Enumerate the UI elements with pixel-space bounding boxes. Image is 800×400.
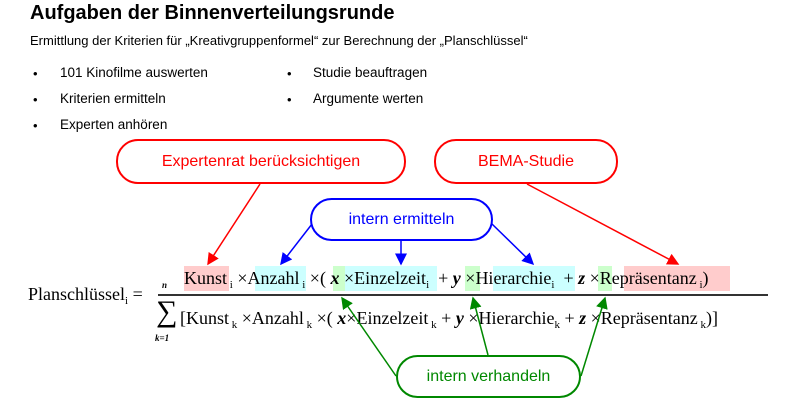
- arrow-verhandeln-y: [469, 296, 489, 356]
- highlight-hierarchie: [493, 266, 575, 291]
- sum-symbol: ∑: [156, 295, 178, 328]
- highlight-anzahl: [255, 266, 306, 291]
- highlight-einzelzeit: [345, 266, 437, 291]
- bullet-item: Studie beauftragen: [313, 65, 428, 80]
- arrow-verhandeln-z: [580, 296, 608, 377]
- callout-intern-ermitteln: intern ermitteln: [310, 198, 493, 241]
- callout-bema-studie: BEMA-Studie: [434, 139, 618, 184]
- bullet-item: Experten anhören: [60, 117, 168, 132]
- bullet-item: 101 Kinofilme auswerten: [60, 65, 208, 80]
- page-title: Aufgaben der Binnenverteilungsrunde: [30, 2, 395, 24]
- arrow-expertenrat-kunst: [207, 183, 261, 266]
- arrow-ermitteln-anzahl: [280, 223, 313, 266]
- bullet-icon: •: [33, 92, 38, 107]
- callout-intern-verhandeln: intern verhandeln: [396, 355, 581, 398]
- highlight-y: [465, 266, 480, 291]
- formula-lhs: Planschlüsseli =: [28, 284, 143, 307]
- arrow-verhandeln-x: [341, 296, 397, 377]
- sum-lower: k=1: [155, 333, 170, 343]
- arrow-ermitteln-hierarchie: [491, 223, 535, 266]
- highlight-repraesentanz: [624, 266, 730, 291]
- callout-expertenrat: Expertenrat berücksichtigen: [116, 139, 406, 184]
- highlight-x: [333, 266, 348, 291]
- bullet-icon: •: [33, 66, 38, 81]
- highlight-kunst: [184, 266, 229, 291]
- bullet-icon: •: [287, 92, 292, 107]
- arrow-bema-repraesentanz: [526, 183, 680, 265]
- formula-numerator: Kunst i ×Anzahl i ×( x ×Einzelzeiti + y …: [184, 268, 709, 291]
- subtitle: Ermittlung der Kriterien für „Kreativgru…: [30, 33, 528, 48]
- highlight-z: [598, 266, 612, 291]
- bullet-icon: •: [33, 118, 38, 133]
- fraction-line: [158, 294, 768, 296]
- formula-denominator: [Kunst k ×Anzahl k ×( x×Einzelzeit k + y…: [180, 308, 718, 331]
- bullet-item: Kriterien ermitteln: [60, 91, 166, 106]
- bullet-icon: •: [287, 66, 292, 81]
- bullet-item: Argumente werten: [313, 91, 424, 106]
- sum-upper: n: [162, 280, 168, 290]
